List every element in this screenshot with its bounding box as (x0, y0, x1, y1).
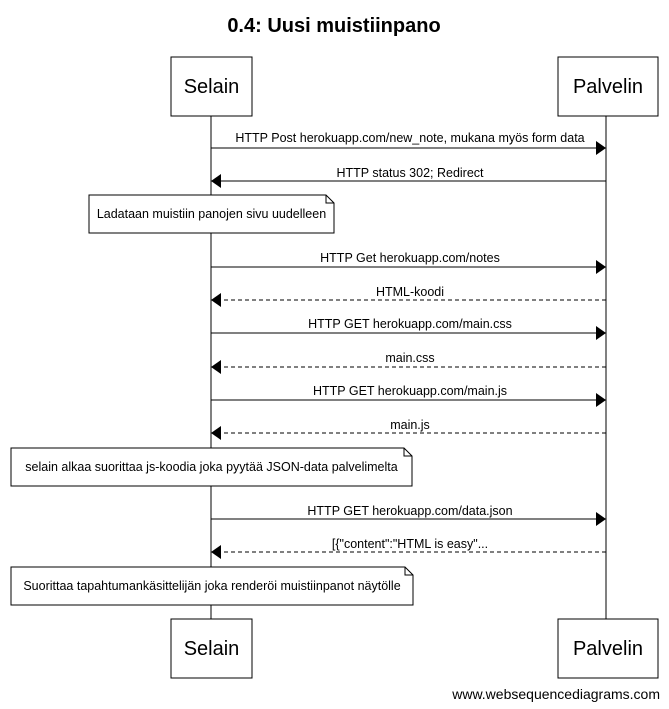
participant-box-selain-bottom (170, 618, 253, 679)
note-fold (403, 448, 412, 457)
message-label: HTTP Get herokuapp.com/notes (320, 251, 500, 265)
footer-watermark: www.websequencediagrams.com (451, 686, 660, 702)
note-fold (404, 567, 413, 576)
participant-label-selain-top: Selain (184, 76, 240, 98)
note-box (88, 194, 335, 234)
message-label: HTTP status 302; Redirect (336, 166, 484, 180)
note-text: selain alkaa suorittaa js-koodia joka py… (25, 460, 397, 474)
participant-label-palvelin-top: Palvelin (573, 76, 643, 98)
note-text: Suorittaa tapahtumankäsittelijän joka re… (23, 579, 400, 593)
message-label: HTML-koodi (376, 285, 444, 299)
participant-label-selain-bottom: Selain (184, 638, 240, 660)
message-label: main.css (385, 351, 434, 365)
message-label: main.js (390, 418, 430, 432)
diagram-title: 0.4: Uusi muistiinpano (227, 15, 440, 37)
participant-box-palvelin-bottom (557, 618, 659, 679)
message-label: [{"content":"HTML is easy"... (332, 537, 488, 551)
participant-box-selain-top (170, 56, 253, 117)
note-fold (325, 195, 334, 204)
message-label: HTTP GET herokuapp.com/data.json (307, 504, 512, 518)
note-box (10, 566, 414, 606)
message-label: HTTP GET herokuapp.com/main.css (308, 317, 512, 331)
message-label: HTTP GET herokuapp.com/main.js (313, 384, 507, 398)
note-text: Ladataan muistiin panojen sivu uudelleen (97, 207, 326, 221)
participant-label-palvelin-bottom: Palvelin (573, 638, 643, 660)
message-label: HTTP Post herokuapp.com/new_note, mukana… (235, 131, 584, 145)
participant-box-palvelin-top (557, 56, 659, 117)
note-box (10, 447, 413, 487)
